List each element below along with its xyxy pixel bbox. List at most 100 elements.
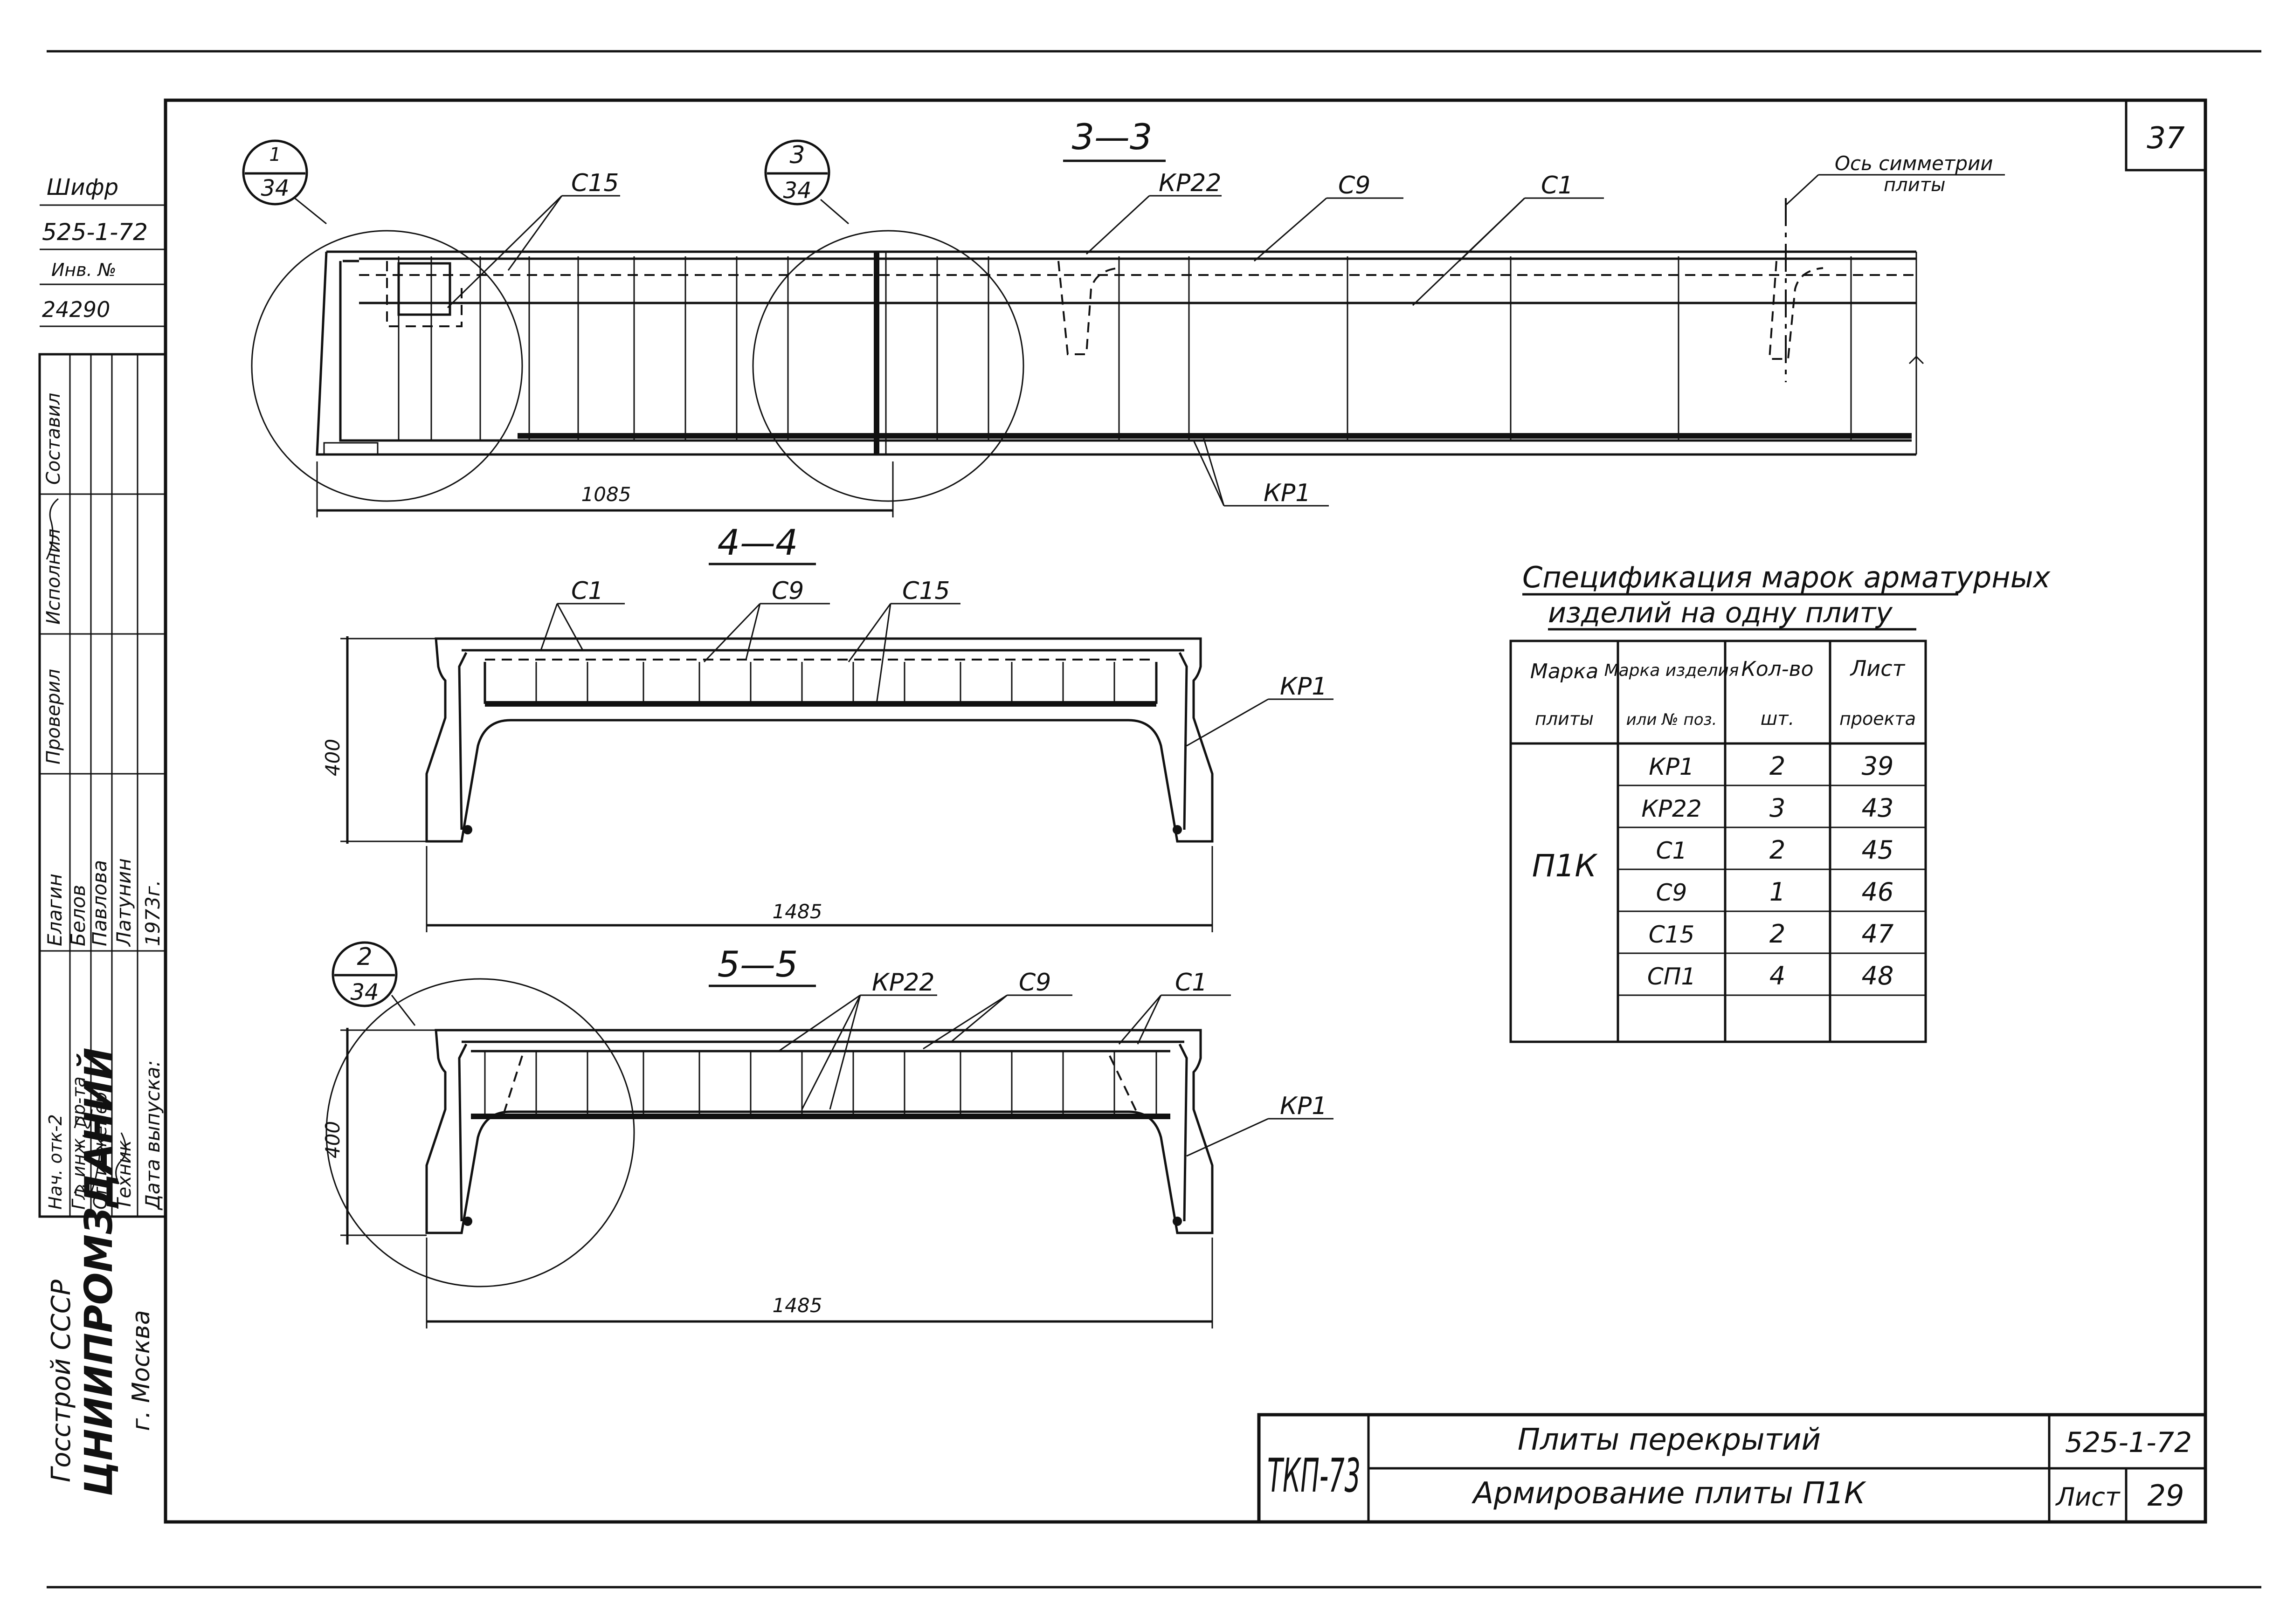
c15-mesh [386, 261, 463, 327]
cipher-label: Шифр [47, 174, 118, 200]
table-cell: 46 [1862, 877, 1894, 907]
signature-mark [46, 498, 59, 560]
spec-title-line-2: изделий на одну плиту [1548, 597, 1893, 629]
table-cell: СП1 [1647, 963, 1696, 990]
dim-1485: 1485 [773, 900, 822, 923]
label-c15: С15 [902, 577, 950, 605]
signature-mark [74, 1109, 93, 1129]
header-item-mark-2: или № поз. [1626, 710, 1717, 729]
kr22-bracket [1768, 261, 1824, 360]
kr22-bracket [1057, 261, 1119, 355]
sheet-label: Лист [2055, 1482, 2121, 1512]
table-cell: 2 [1769, 835, 1785, 865]
label-kr1: КР1 [1280, 673, 1327, 701]
detail-callout-2: 2 34 [332, 941, 416, 1026]
label-c9: С9 [772, 577, 804, 605]
signature-mark [115, 1132, 127, 1184]
name-1: Елагин [43, 874, 66, 946]
svg-text:34: 34 [350, 979, 379, 1005]
slab-section-outline [425, 637, 1214, 843]
specification-table: Спецификация марок арматурных изделий на… [1509, 560, 2051, 1043]
label-c15: С15 [571, 169, 619, 197]
title-block: ТКП-73 Плиты перекрытий Армирование плит… [1257, 1413, 2207, 1524]
table-cell: КР22 [1641, 795, 1701, 822]
dim-400: 400 [321, 739, 344, 776]
svg-text:34: 34 [261, 175, 289, 201]
table-cell: 2 [1769, 751, 1785, 781]
table-cell: 2 [1769, 919, 1785, 949]
section-4-4: 4—4 С1 [321, 522, 1333, 932]
title-line-1: Плиты перекрытий [1518, 1423, 1821, 1457]
label-c1: С1 [1541, 172, 1573, 200]
slab-section-outline [425, 1029, 1214, 1234]
stamp-code: ТКП-73 [1267, 1448, 1361, 1503]
spec-title-line-1: Спецификация марок арматурных [1522, 560, 2051, 594]
table-cell: С9 [1656, 879, 1687, 906]
svg-text:2: 2 [357, 943, 372, 971]
detail-zone-circle [325, 978, 635, 1287]
slab-mark: П1К [1532, 848, 1598, 884]
header-slab-mark: Марка [1530, 660, 1598, 683]
header-sheet-2: проекта [1839, 709, 1916, 729]
table-cell: 45 [1862, 835, 1894, 865]
table-cell: С1 [1656, 837, 1687, 864]
title-line-2: Армирование плиты П1К [1472, 1476, 1867, 1511]
name-3: Павлова [88, 860, 111, 946]
table-cell: 39 [1862, 751, 1894, 781]
designation: 525-1-72 [2065, 1426, 2192, 1459]
label-c1: С1 [1175, 969, 1207, 997]
mesh-stirrups [535, 662, 1115, 704]
header-sheet: Лист [1850, 656, 1906, 681]
detail-callout-3: 3 34 [764, 139, 849, 225]
name-5: 1973г. [141, 880, 164, 946]
col-header-3: Проверил [43, 669, 64, 764]
label-kr1: КР1 [1264, 479, 1311, 507]
inv-label: Инв. № [51, 260, 116, 280]
label-c9: С9 [1019, 969, 1051, 997]
role-5: Дата выпуска: [141, 1060, 164, 1211]
table-cell: КР1 [1649, 753, 1694, 780]
table-cell: 43 [1862, 793, 1894, 823]
svg-text:1: 1 [269, 144, 281, 165]
sheet-number: 29 [2148, 1479, 2184, 1513]
signature-mark [74, 1149, 101, 1197]
col-header-2: Исполнил [43, 529, 64, 625]
name-4: Латунин [112, 858, 135, 947]
role-1: Нач. отк-2 [45, 1114, 66, 1210]
mesh-stirrups [484, 1051, 1157, 1116]
dim-400: 400 [321, 1121, 344, 1158]
corner-number: 37 [2147, 121, 2185, 156]
corner-number-box: 37 [2125, 99, 2207, 172]
role-4: Техник [114, 1140, 135, 1210]
stirrups [398, 252, 1852, 454]
org-line-3: г. Москва [127, 1310, 155, 1431]
org-line-1: Госстрой СССР [46, 1280, 76, 1482]
svg-text:34: 34 [783, 178, 811, 204]
table-cell: 47 [1862, 919, 1894, 949]
kr22-profile [503, 1055, 1139, 1115]
table-cell: 1 [1769, 877, 1785, 907]
detail-zone-circle [752, 230, 1024, 502]
inv-value: 24290 [42, 297, 110, 322]
role-2: Гл. инж. пр-та [69, 1076, 89, 1210]
col-header-1: Составил [43, 393, 64, 485]
side-stamp-block: Шифр 525-1-72 Инв. № 24290 Составил Испо… [38, 174, 167, 1496]
header-qty: Кол-во [1741, 657, 1813, 681]
header-slab-mark-2: плиты [1535, 709, 1594, 729]
label-kr22: КР22 [1159, 169, 1221, 197]
header-item-mark: Марка изделия [1604, 661, 1739, 680]
label-c9: С9 [1338, 172, 1370, 200]
symmetry-label-1: Ось симметрии [1835, 152, 1993, 175]
section-5-5: 5—5 2 34 [321, 941, 1333, 1328]
detail-callout-1: 1 34 [242, 139, 327, 225]
dim-1085: 1085 [581, 483, 631, 506]
label-kr22: КР22 [872, 969, 934, 997]
table-cell: 48 [1862, 961, 1894, 991]
dim-1485: 1485 [773, 1294, 822, 1317]
section-3-3: 3—3 1 34 3 34 [242, 116, 2005, 517]
section-title: 4—4 [718, 522, 798, 563]
header-qty-2: шт. [1761, 708, 1795, 729]
table-cell: 3 [1769, 793, 1785, 823]
label-c1: С1 [571, 577, 603, 605]
